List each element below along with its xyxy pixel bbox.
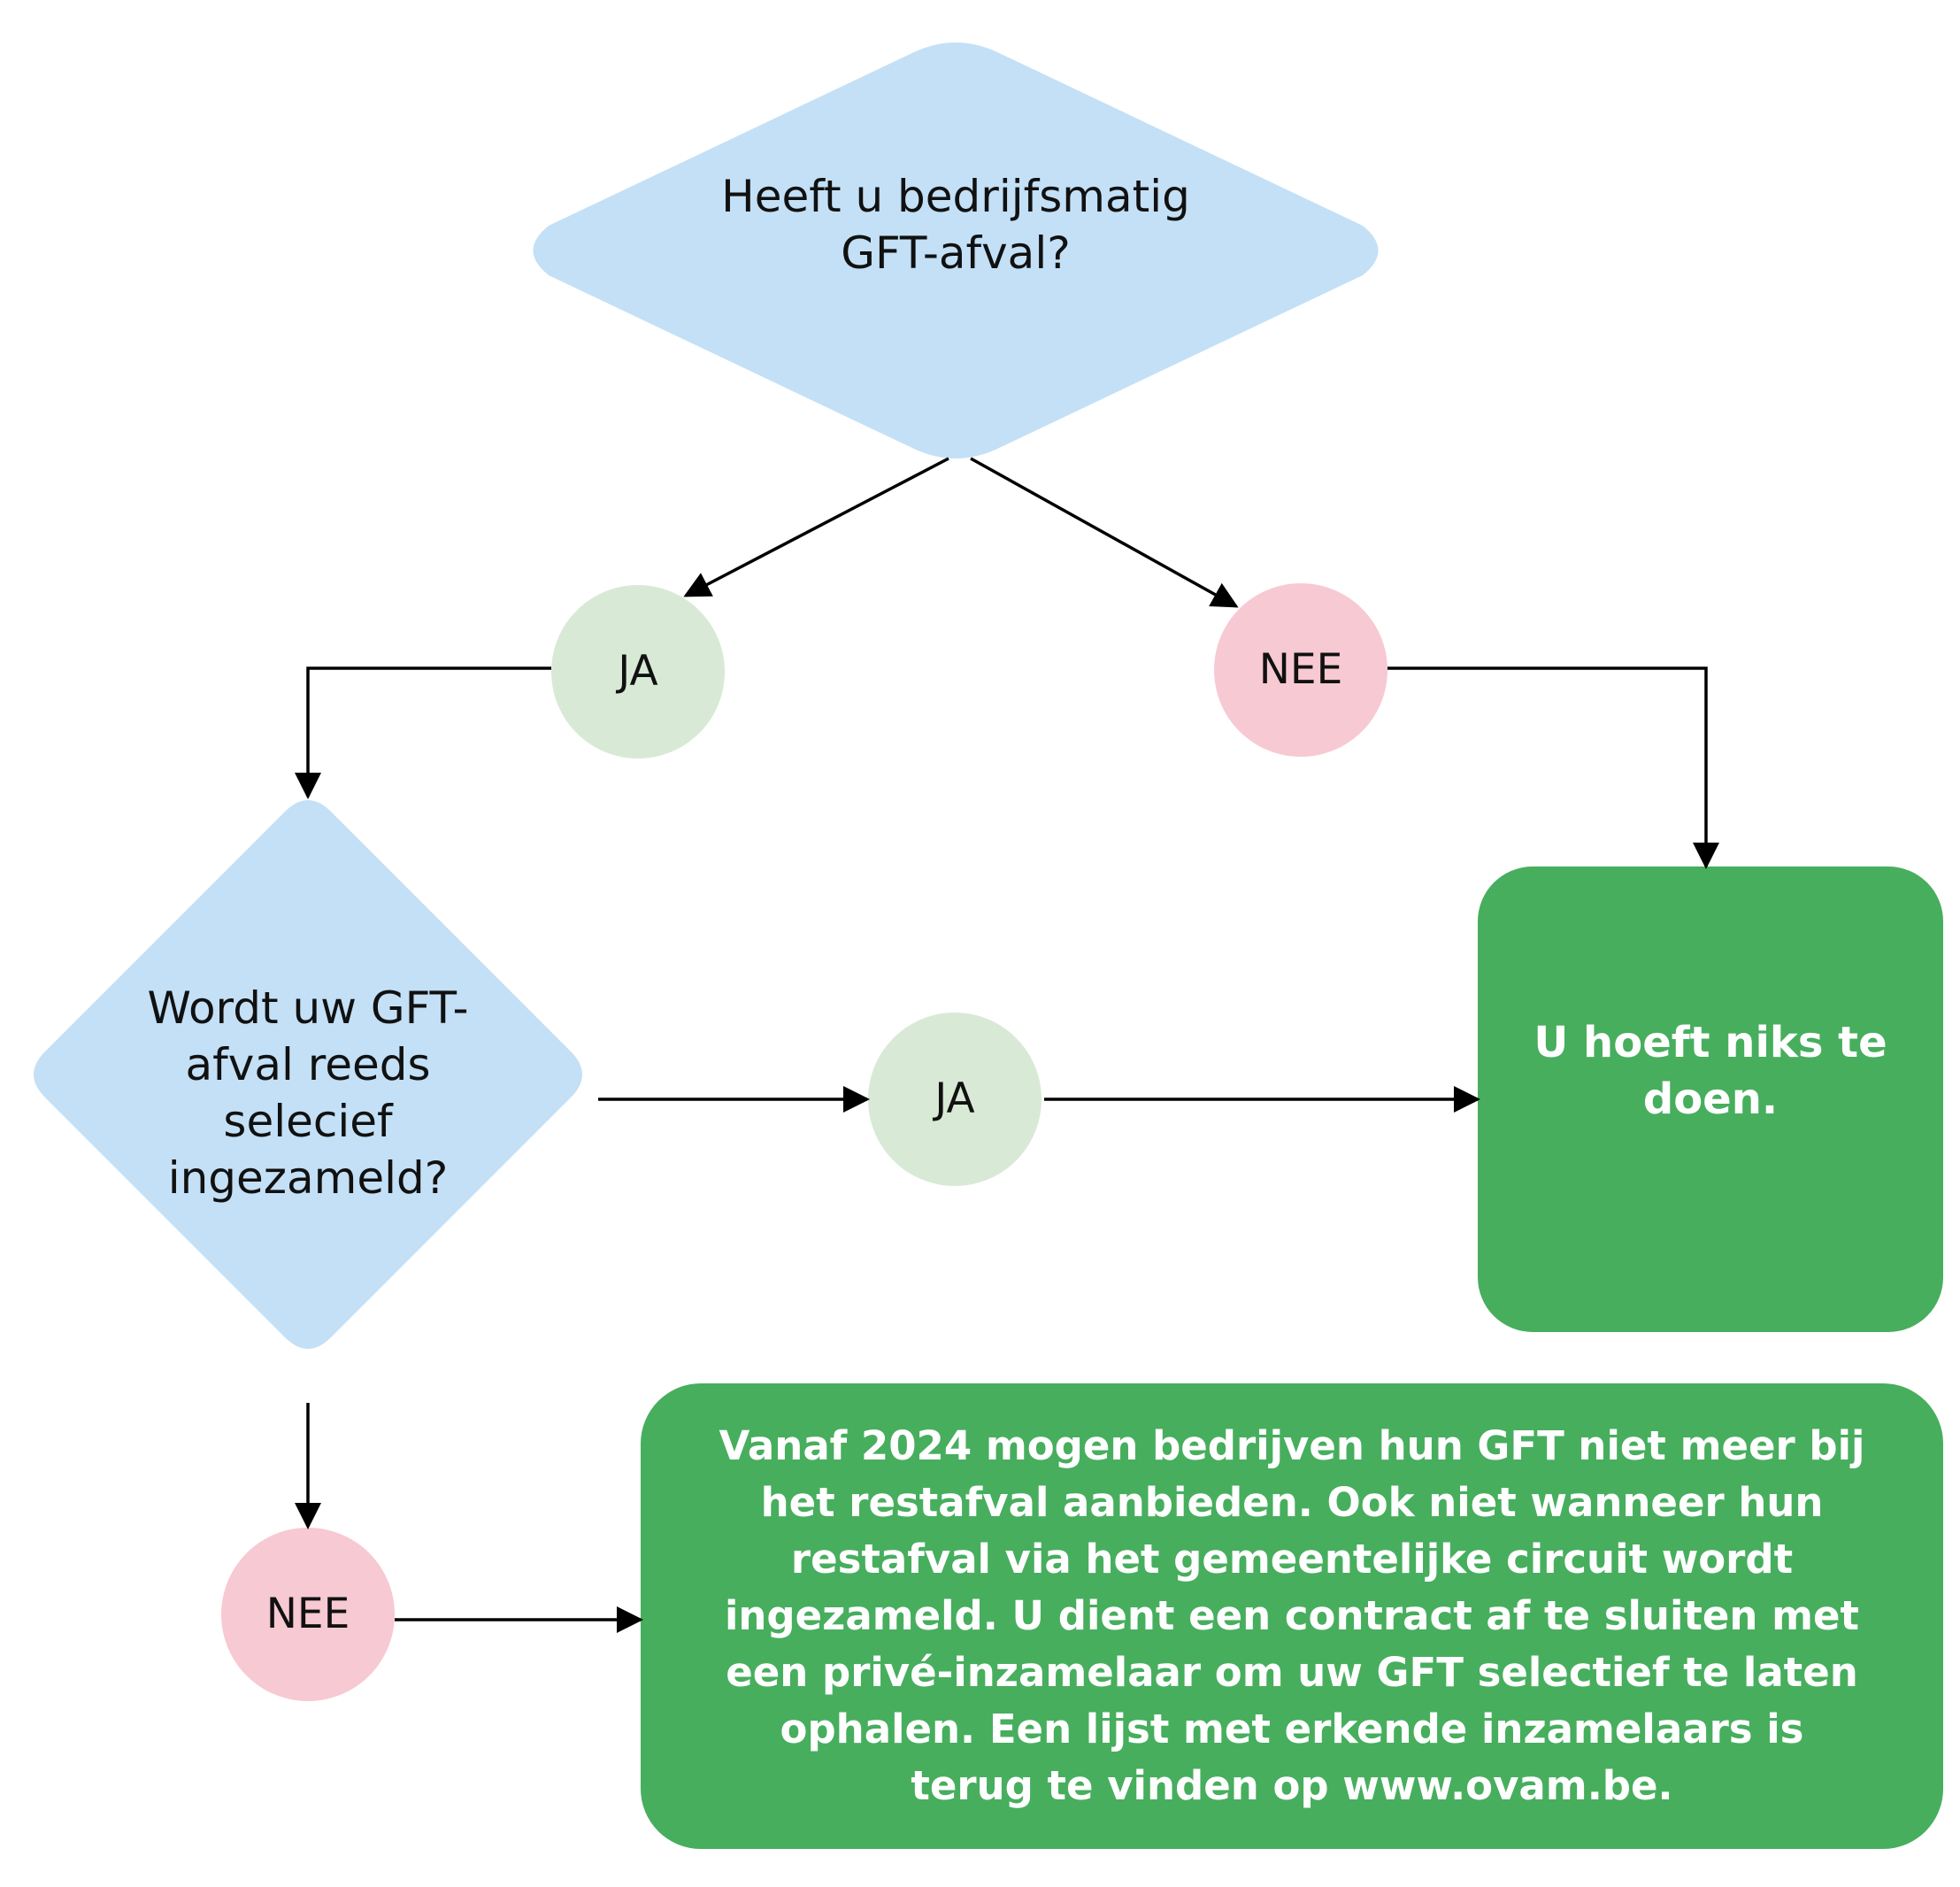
text-line: ingezameld. U dient een contract af te s…: [724, 1592, 1860, 1639]
no1-circle: [1214, 583, 1387, 757]
arrow-q1-to-no1: [970, 457, 1239, 608]
question2-diamond: [34, 800, 582, 1349]
result-contract-label: Vanaf 2024 mogen bedrijven hun GFT niet …: [658, 1401, 1925, 1831]
text-line: ophalen. Een lijst met erkende inzamelaa…: [780, 1706, 1804, 1752]
no1-label: NEE: [1258, 645, 1343, 694]
yes2-label: JA: [934, 1074, 975, 1123]
text-line: selecief: [223, 1096, 393, 1147]
text-line: Wordt uw GFT-: [147, 982, 469, 1034]
text-line: U hoeft niks te: [1533, 1018, 1887, 1067]
text-line: afval reeds: [185, 1039, 431, 1090]
yes1-label: JA: [618, 647, 658, 696]
result-contract-label-lines: Vanaf 2024 mogen bedrijven hun GFT niet …: [719, 1418, 1865, 1814]
text-line: ingezameld?: [167, 1152, 449, 1204]
text-line: Heeft u bedrijfsmatig: [721, 171, 1190, 222]
no2-circle: [221, 1528, 395, 1701]
question1-diamond: [533, 42, 1379, 458]
result-contract-box: [641, 1383, 1943, 1849]
arrow-no1-to-result-nothing: [1387, 666, 1719, 869]
text-line: een privé-inzamelaar om uw GFT selectief…: [726, 1649, 1858, 1696]
text-line: Vanaf 2024 mogen bedrijven hun GFT niet …: [719, 1422, 1865, 1469]
no2-label: NEE: [265, 1590, 350, 1638]
yes2-circle: [868, 1013, 1041, 1186]
result-nothing-box: [1478, 866, 1943, 1332]
arrow-yes1-to-q2: [295, 666, 551, 799]
result-nothing-label-lines: U hoeft niks te doen.: [1533, 1014, 1887, 1128]
text-line: terug te vinden op www.ovam.be.: [911, 1762, 1673, 1809]
text-line: restafval via het gemeentelijke circuit …: [790, 1536, 1794, 1583]
yes1-circle: [551, 585, 725, 759]
arrow-q1-to-yes1: [683, 457, 949, 597]
text-line: doen.: [1642, 1074, 1779, 1124]
text-line: het restafval aanbieden. Ook niet wannee…: [760, 1479, 1824, 1526]
text-line: GFT-afval?: [841, 227, 1071, 279]
result-nothing-label: U hoeft niks te doen.: [1495, 991, 1925, 1151]
